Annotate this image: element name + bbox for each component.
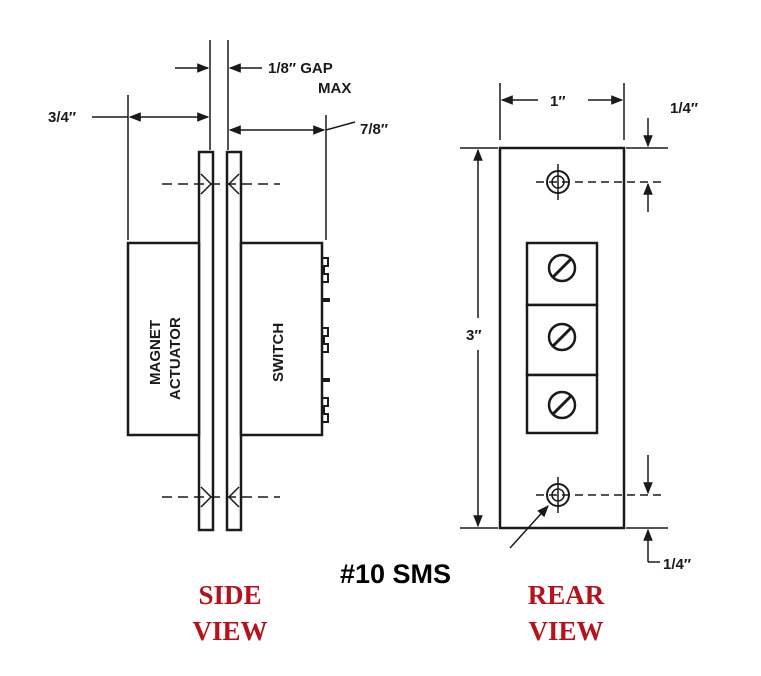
top-offset-dimension: 1/4″ <box>626 100 698 212</box>
screw-callout-label: #10 SMS <box>340 559 451 589</box>
screw-callout-leader <box>509 505 549 549</box>
switch-label: SWITCH <box>270 323 287 382</box>
bottom-offset-label: 1/4″ <box>663 556 691 573</box>
width-dimension: 1″ <box>499 83 625 140</box>
bottom-mounting-hole-icon <box>536 477 664 513</box>
terminal-block <box>525 241 599 435</box>
height-dim-label: 3″ <box>466 327 482 344</box>
switch-depth-dimension: 7/8″ <box>228 115 388 240</box>
side-view-caption-line1: SIDE <box>198 580 261 610</box>
actuator-mounting-flange <box>197 150 215 532</box>
side-view-caption-line2: VIEW <box>192 616 267 646</box>
actuator-depth-dimension: 3/4″ <box>48 95 210 240</box>
switch-depth-label: 7/8″ <box>360 121 388 138</box>
magnet-actuator-body <box>126 241 201 437</box>
switch-body <box>239 241 324 437</box>
gap-label-line1: 1/8″ GAP <box>268 60 333 77</box>
top-mounting-hole-icon <box>536 164 664 200</box>
gap-label-line2: MAX <box>318 80 351 97</box>
rear-view-caption-line2: VIEW <box>528 616 603 646</box>
rear-view: 1″ 3″ <box>340 83 698 646</box>
switch-mounting-flange <box>225 150 243 532</box>
gap-dimension: 1/8″ GAP MAX <box>175 40 351 150</box>
top-offset-label: 1/4″ <box>670 100 698 117</box>
terminal-screw-1 <box>525 241 599 307</box>
side-view: 1/8″ GAP MAX 3/4″ 7/8″ MAGNET ACTUATOR <box>48 40 388 646</box>
rear-view-caption-line1: REAR <box>528 580 605 610</box>
actuator-label-line1: MAGNET <box>147 320 164 385</box>
bottom-offset-dimension: 1/4″ <box>626 455 691 573</box>
width-dim-label: 1″ <box>550 93 566 110</box>
actuator-label-line2: ACTUATOR <box>167 317 184 400</box>
actuator-depth-label: 3/4″ <box>48 109 76 126</box>
switch-terminals <box>322 257 330 423</box>
terminal-screw-2 <box>525 303 599 377</box>
height-dimension: 3″ <box>460 147 498 529</box>
